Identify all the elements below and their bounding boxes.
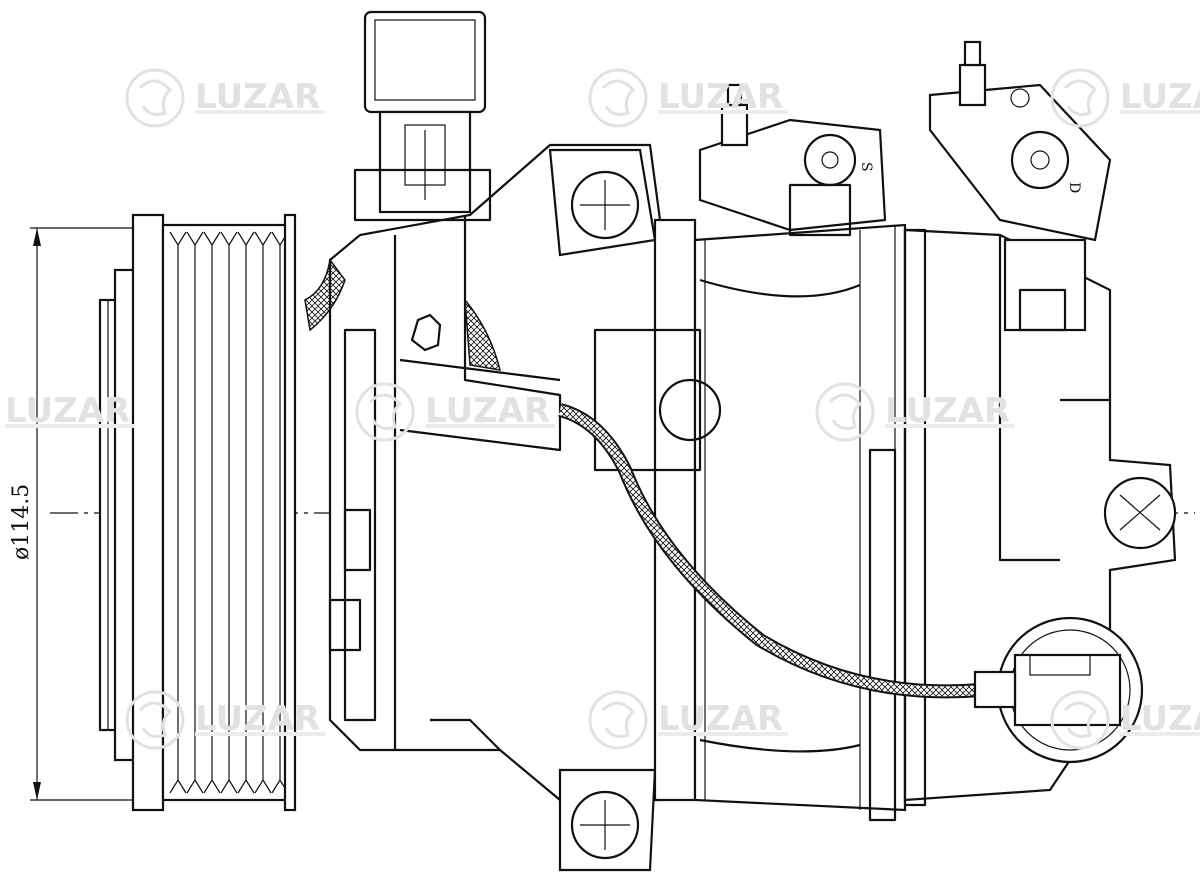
pulley-groove [186, 231, 204, 794]
svg-text:LUZAR: LUZAR [195, 699, 320, 739]
service-fitting-s: S [698, 83, 887, 237]
top-connector [353, 10, 492, 222]
watermark-logo: LUZAR [355, 382, 557, 442]
dimension-label: ø114.5 [9, 484, 34, 560]
pulley-groove [203, 231, 221, 794]
pulley-groove [220, 231, 238, 794]
svg-text:LUZAR: LUZAR [1120, 699, 1200, 739]
svg-text:LUZAR: LUZAR [658, 77, 783, 117]
fitting-mark-d: D [1066, 182, 1082, 193]
watermark-logo: LUZAR [0, 382, 137, 442]
pulley-groove [254, 231, 272, 794]
watermark-logo: LUZAR [125, 68, 327, 128]
svg-text:LUZAR: LUZAR [885, 391, 1010, 431]
mounting-ear-bottom [558, 768, 657, 872]
svg-text:LUZAR: LUZAR [658, 699, 783, 739]
pulley [131, 213, 297, 812]
mounting-ear-top [548, 148, 657, 257]
watermark-layer: LUZAR LUZAR LUZAR LUZAR LUZAR LUZAR LUZA… [0, 68, 1200, 750]
pulley-groove [169, 231, 187, 794]
pulley-groove [237, 231, 255, 794]
diameter-dimension: ø114.5 [9, 227, 150, 801]
watermark-logo: LUZAR [1050, 68, 1200, 128]
svg-text:LUZAR: LUZAR [1120, 77, 1200, 117]
service-fitting-d: D [928, 40, 1112, 332]
clutch-plate [98, 268, 137, 762]
compressor-cylinder [593, 218, 907, 822]
watermark-logo: LUZAR [815, 382, 1017, 442]
wire-harness [558, 403, 981, 699]
watermark-logo: LUZAR [588, 690, 790, 750]
svg-text:LUZAR: LUZAR [5, 391, 130, 431]
compressor-front-housing [304, 143, 662, 802]
watermark-logo: LUZAR [125, 690, 327, 750]
watermark-logo: LUZAR [1050, 690, 1200, 750]
watermark-logo: LUZAR [588, 68, 790, 128]
svg-text:LUZAR: LUZAR [425, 391, 550, 431]
fitting-mark-s: S [858, 162, 874, 172]
svg-text:LUZAR: LUZAR [195, 77, 320, 117]
